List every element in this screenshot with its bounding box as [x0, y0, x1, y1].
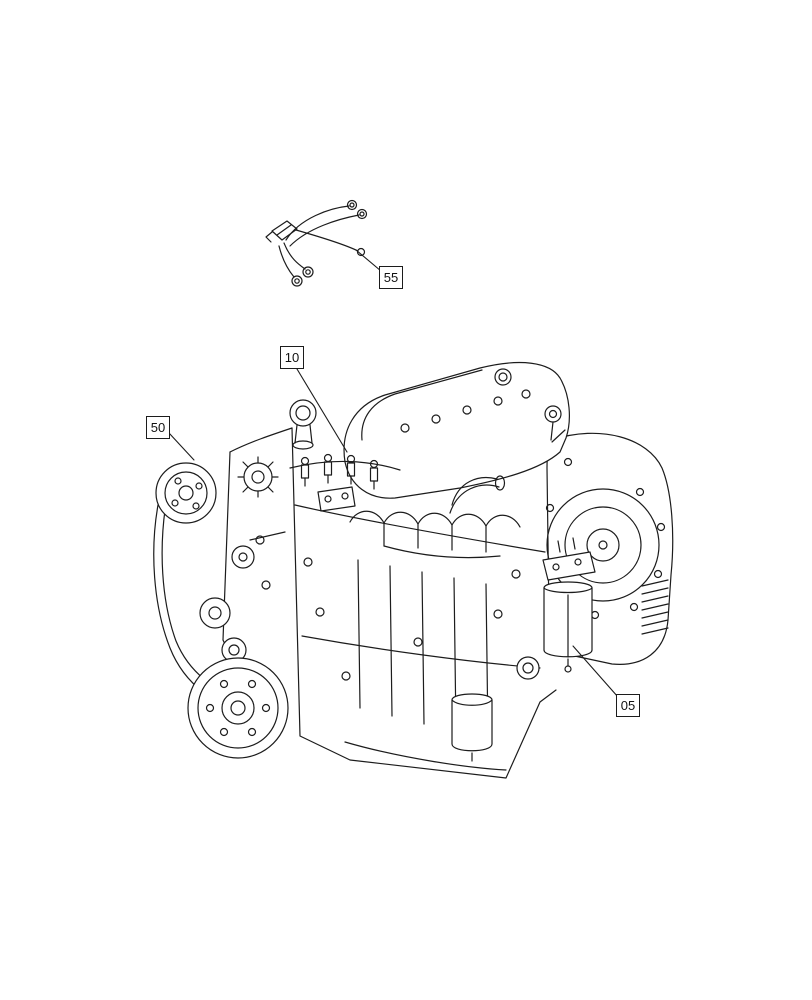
- callout-leader-lines: [168, 249, 619, 698]
- callout-55[interactable]: 55: [379, 266, 403, 289]
- oil-filter-bottom-illustration: [451, 693, 493, 762]
- flywheel-housing-illustration: [516, 432, 674, 680]
- front-pulleys-illustration: [153, 456, 289, 759]
- callout-50[interactable]: 50: [146, 416, 170, 439]
- callout-55-label: 55: [383, 270, 399, 285]
- callout-10-label: 10: [284, 350, 300, 365]
- wiring-harness-illustration: [265, 199, 368, 287]
- fuel-filter-illustration: [542, 537, 596, 673]
- engine-assembly-illustration: [153, 361, 674, 779]
- callout-05-label: 05: [620, 698, 636, 713]
- cylinder-head-injectors-illustration: [289, 453, 521, 559]
- callout-10[interactable]: 10: [280, 346, 304, 369]
- callout-50-label: 50: [150, 420, 166, 435]
- callout-05[interactable]: 05: [616, 694, 640, 717]
- valve-cover-illustration: [289, 361, 570, 499]
